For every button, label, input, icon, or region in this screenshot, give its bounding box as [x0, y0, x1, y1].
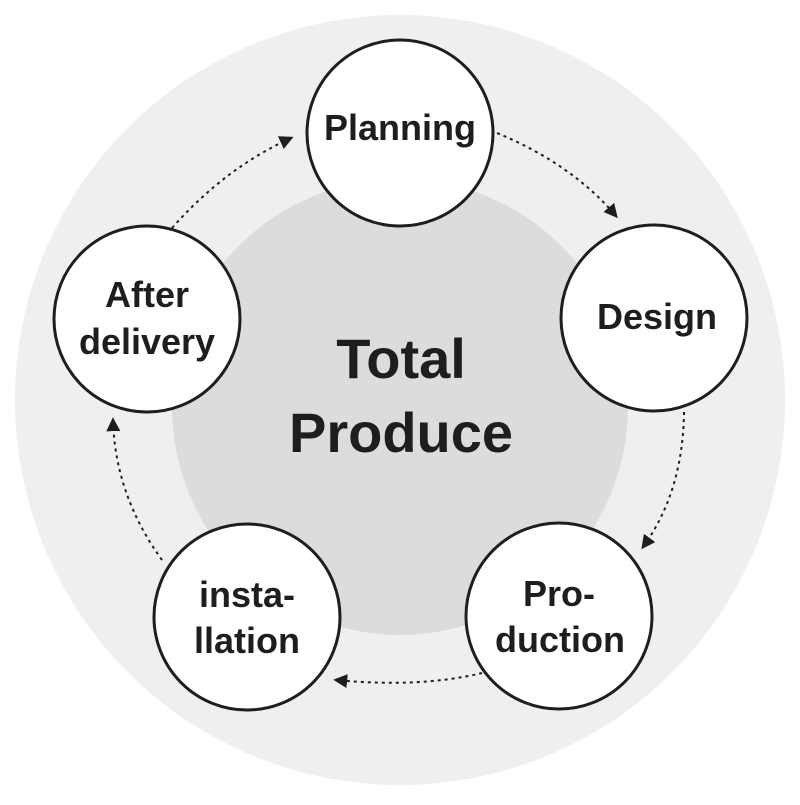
stage-circle-design	[559, 223, 749, 413]
stage-label-after-delivery-line-1: After	[105, 274, 189, 315]
stage-node-design: Design	[559, 223, 749, 413]
arrow-production-to-installation	[333, 672, 483, 689]
stage-label-installation-line-1: insta-	[199, 574, 295, 615]
center-title: Total Produce	[289, 327, 513, 464]
center-title-line-1: Total	[336, 327, 466, 390]
stage-label-planning: Planning	[324, 107, 476, 148]
stage-node-after-delivery: After delivery	[52, 224, 242, 414]
stage-circle-installation	[152, 522, 342, 712]
stage-label-installation-line-2: llation	[194, 620, 300, 661]
stage-node-planning: Planning	[305, 38, 495, 228]
arrow-after-delivery-to-planning	[171, 136, 294, 229]
arrow-installation-to-after-delivery	[106, 417, 163, 561]
stage-circle-after-delivery	[52, 224, 242, 414]
stage-label-after-delivery-line-2: delivery	[79, 321, 215, 362]
cycle-arrows	[106, 132, 685, 689]
stage-label-production-line-1: Pro-	[523, 573, 595, 614]
center-title-line-2: Produce	[289, 401, 513, 464]
inner-disc	[172, 179, 628, 635]
stage-label-design: Design	[597, 296, 717, 337]
stage-circle-planning	[305, 38, 495, 228]
arrow-design-to-production	[641, 411, 685, 550]
stage-node-production: Pro- duction	[464, 521, 654, 711]
stage-circle-production	[464, 521, 654, 711]
stage-node-installation: insta- llation	[152, 522, 342, 712]
stage-label-production-line-2: duction	[495, 619, 625, 660]
